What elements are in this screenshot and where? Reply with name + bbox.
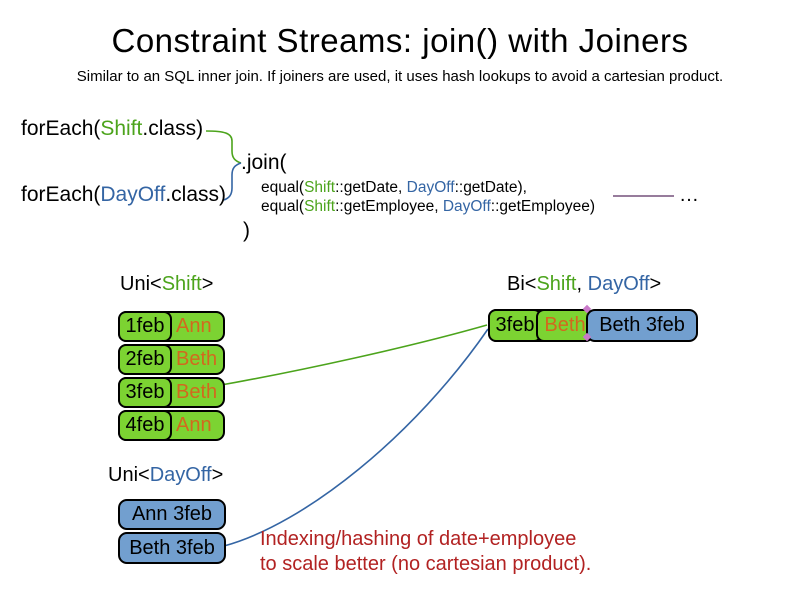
uni-shift-row: 2feb Beth	[118, 344, 225, 375]
uni-shift-table: 1feb Ann 2feb Beth 3feb Beth 4feb Ann	[118, 311, 225, 443]
annotation-line-2: to scale better (no cartesian product).	[260, 553, 592, 575]
label-text: >	[649, 273, 662, 295]
dayoff-class-token: DayOff	[100, 183, 166, 206]
annotation-line-1: Indexing/hashing of date+employee	[260, 528, 577, 550]
uni-dayoff-row: Beth 3feb	[118, 532, 226, 564]
code-join-open: .join(	[241, 151, 287, 174]
slide-title: Constraint Streams: join() with Joiners	[111, 22, 689, 59]
code-text: ::getDate),	[454, 179, 527, 196]
shift-type-token: Shift	[161, 273, 202, 295]
dayoff-type-token: DayOff	[587, 273, 650, 295]
more-joiners-ellipsis: …	[679, 184, 699, 206]
dayoff-class-token: DayOff	[406, 179, 455, 196]
shift-type-token: Shift	[536, 273, 577, 295]
date-cell: 1feb	[118, 311, 172, 342]
code-text: ::getEmployee,	[335, 198, 443, 215]
uni-dayoff-label: Uni<DayOff>	[108, 464, 223, 487]
date-cell: 3feb	[118, 377, 172, 408]
bi-row: 3feb Beth Beth 3feb	[488, 309, 698, 342]
code-text: .class)	[165, 183, 227, 206]
label-text: >	[201, 273, 214, 295]
dayoff-class-token: DayOff	[442, 198, 491, 215]
code-text: equal(	[261, 198, 305, 215]
uni-shift-label: Uni<Shift>	[120, 273, 213, 296]
shift-class-token: Shift	[100, 117, 143, 140]
bi-dayoff-cell: Beth 3feb	[586, 309, 698, 342]
shift-class-token: Shift	[304, 198, 336, 215]
uni-shift-row: 4feb Ann	[118, 410, 225, 441]
code-foreach-dayoff: forEach(DayOff.class)	[21, 183, 226, 207]
label-text: ,	[576, 273, 588, 295]
employee-cell: Ann	[176, 315, 212, 337]
shift-class-token: Shift	[304, 179, 336, 196]
code-joiner-date: equal(Shift::getDate, DayOff::getDate),	[261, 179, 527, 197]
slide-subtitle: Similar to an SQL inner join. If joiners…	[76, 68, 724, 85]
code-text: ::getDate,	[335, 179, 407, 196]
uni-dayoff-table: Ann 3feb Beth 3feb	[118, 499, 226, 566]
code-text: forEach(	[21, 117, 101, 140]
date-cell: 3feb	[488, 309, 542, 342]
uni-shift-row: 1feb Ann	[118, 311, 225, 342]
code-text: forEach(	[21, 183, 101, 206]
employee-cell: Beth	[176, 381, 218, 403]
code-foreach-shift: forEach(Shift.class)	[21, 117, 203, 141]
join-brace-dayoff-segment	[223, 162, 242, 201]
label-text: Uni<	[108, 464, 150, 486]
annotation-text: Indexing/hashing of date+employee to sca…	[260, 527, 591, 577]
join-brace-shift-segment	[205, 130, 242, 164]
match-curve-shift	[220, 324, 488, 386]
label-text: >	[211, 464, 224, 486]
bi-label: Bi<Shift, DayOff>	[507, 273, 661, 296]
bi-shift-cell: 3feb Beth	[488, 309, 594, 342]
match-curve-dayoff	[223, 328, 489, 547]
code-text: .class)	[142, 117, 204, 140]
employee-cell: Beth	[176, 348, 218, 370]
date-cell: 2feb	[118, 344, 172, 375]
uni-dayoff-row: Ann 3feb	[118, 499, 226, 530]
code-joiner-employee: equal(Shift::getEmployee, DayOff::getEmp…	[261, 198, 595, 216]
dayoff-type-token: DayOff	[149, 464, 212, 486]
code-text: ::getEmployee)	[490, 198, 596, 215]
code-text: equal(	[261, 179, 305, 196]
code-join-close: )	[243, 219, 250, 242]
uni-shift-row: 3feb Beth	[118, 377, 225, 408]
label-text: Bi<	[507, 273, 537, 295]
employee-cell: Ann	[176, 414, 212, 436]
label-text: Uni<	[120, 273, 162, 295]
date-cell: 4feb	[118, 410, 172, 441]
